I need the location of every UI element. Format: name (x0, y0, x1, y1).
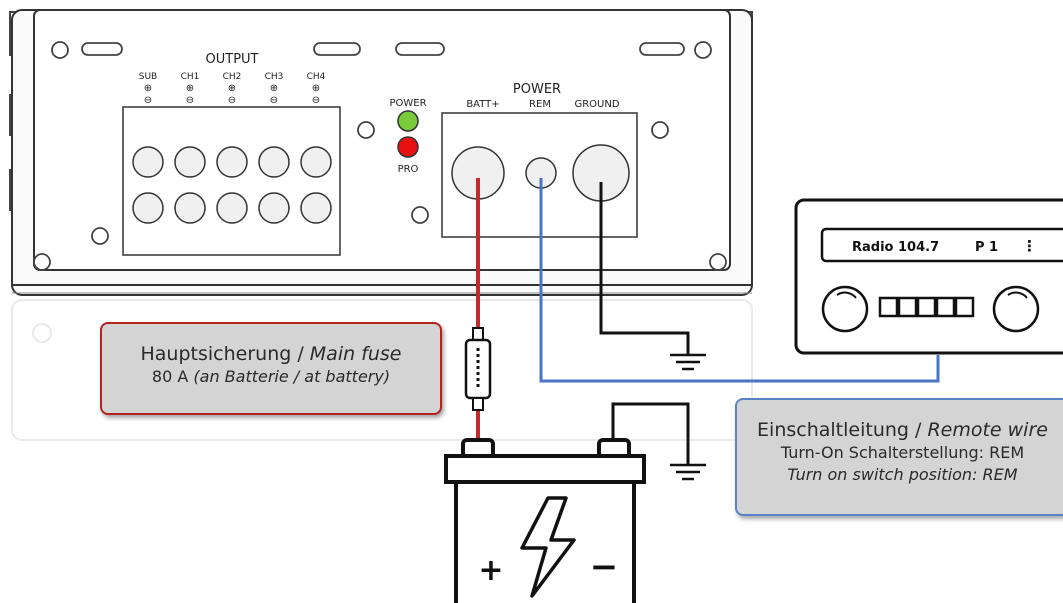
ground-wire-battery (611, 402, 690, 465)
remote-wire-callout: Einschaltleitung / Remote wire Turn-On S… (735, 398, 1063, 516)
output-terminals (132, 146, 332, 224)
main-fuse-callout: Hauptsicherung / Main fuse 80 A (an Batt… (100, 322, 442, 415)
terminal-label-ground: GROUND (574, 99, 619, 110)
fuse-title-de: Hauptsicherung / (140, 343, 310, 365)
remote-title-de: Einschaltleitung / (757, 419, 928, 441)
fuse-detail-mid: (an Batterie / (193, 367, 305, 386)
terminal-ch2-plus (216, 146, 248, 178)
channel-plus-ch1: ⊕ (186, 83, 194, 94)
power-led-label: POWER (389, 98, 426, 109)
radio-volume-knob (821, 285, 869, 333)
channel-minus-sub: ⊖ (144, 95, 152, 106)
radio-head-unit: Radio 104.7 P 1 ⋮ (794, 198, 1063, 355)
terminal-ch4-minus (300, 192, 332, 224)
battery-plus-sign: + (478, 553, 503, 588)
remote-title-en: Remote wire (927, 419, 1048, 441)
remote-callout-line-en: Turn on switch position: REM (787, 465, 1018, 484)
channel-label-ch1: CH1 (181, 72, 200, 82)
battery-case (454, 482, 636, 603)
terminal-label-batt: BATT+ (466, 99, 499, 110)
channel-label-ch3: CH3 (265, 72, 284, 82)
radio-preset-buttons (878, 296, 975, 318)
fuse-callout-title: Hauptsicherung / Main fuse (102, 342, 440, 366)
terminal-sub-plus (132, 146, 164, 178)
fuse-detail-en: at battery) (304, 367, 391, 386)
radio-menu-icon: ⋮ (1022, 237, 1037, 255)
terminal-ch2-minus (216, 192, 248, 224)
panel-screws (33, 41, 727, 271)
fuse-title-en: Main fuse (309, 343, 402, 365)
radio-tune-knob (992, 285, 1040, 333)
car-battery: + − (444, 438, 646, 603)
ground-wire-amplifier (599, 182, 690, 355)
remote-callout-line-de: Turn-On Schalterstellung: REM (780, 443, 1025, 462)
channel-plus-ch3: ⊕ (270, 83, 278, 94)
fuse-callout-detail: 80 A (an Batterie / at battery) (102, 366, 440, 388)
terminal-ch1-minus (174, 192, 206, 224)
output-channel-labels: SUB⊕⊖CH1⊕⊖CH2⊕⊖CH3⊕⊖CH4⊕⊖ (139, 72, 326, 106)
power-led (397, 110, 419, 132)
main-fuse (464, 327, 492, 411)
channel-plus-ch4: ⊕ (312, 83, 320, 94)
channel-minus-ch4: ⊖ (312, 95, 320, 106)
terminal-label-rem: REM (529, 99, 551, 110)
remote-wire (539, 178, 940, 383)
radio-preset: P 1 (975, 240, 998, 255)
channel-label-ch4: CH4 (307, 72, 326, 82)
channel-plus-sub: ⊕ (144, 83, 152, 94)
battery-minus-sign: − (590, 547, 619, 587)
terminal-ch3-plus (258, 146, 290, 178)
radio-display (820, 227, 1063, 263)
protect-led (397, 136, 419, 158)
output-title: OUTPUT (206, 52, 259, 67)
channel-minus-ch2: ⊖ (228, 95, 236, 106)
amplifier-reflection (11, 299, 753, 441)
channel-plus-ch2: ⊕ (228, 83, 236, 94)
fuse-detail-de: 80 A (151, 367, 194, 386)
protect-led-label: PRO (398, 164, 419, 175)
lightning-icon (520, 496, 576, 598)
ground-symbol-battery (670, 463, 706, 481)
terminal-ch3-minus (258, 192, 290, 224)
channel-minus-ch3: ⊖ (270, 95, 278, 106)
output-terminal-block (122, 106, 341, 256)
terminal-ch4-plus (300, 146, 332, 178)
channel-label-sub: SUB (139, 72, 157, 82)
channel-minus-ch1: ⊖ (186, 95, 194, 106)
power-title: POWER (513, 82, 561, 97)
amplifier: OUTPUT SUB⊕⊖CH1⊕⊖CH2⊕⊖CH3⊕⊖CH4⊕⊖ POWER P… (11, 9, 753, 296)
channel-label-ch2: CH2 (223, 72, 242, 82)
battery-top (444, 454, 646, 484)
remote-callout-title: Einschaltleitung / Remote wire (737, 418, 1063, 442)
terminal-ch1-plus (174, 146, 206, 178)
terminal-sub-minus (132, 192, 164, 224)
radio-station: Radio 104.7 (852, 240, 939, 255)
ground-symbol-amplifier (670, 353, 706, 371)
